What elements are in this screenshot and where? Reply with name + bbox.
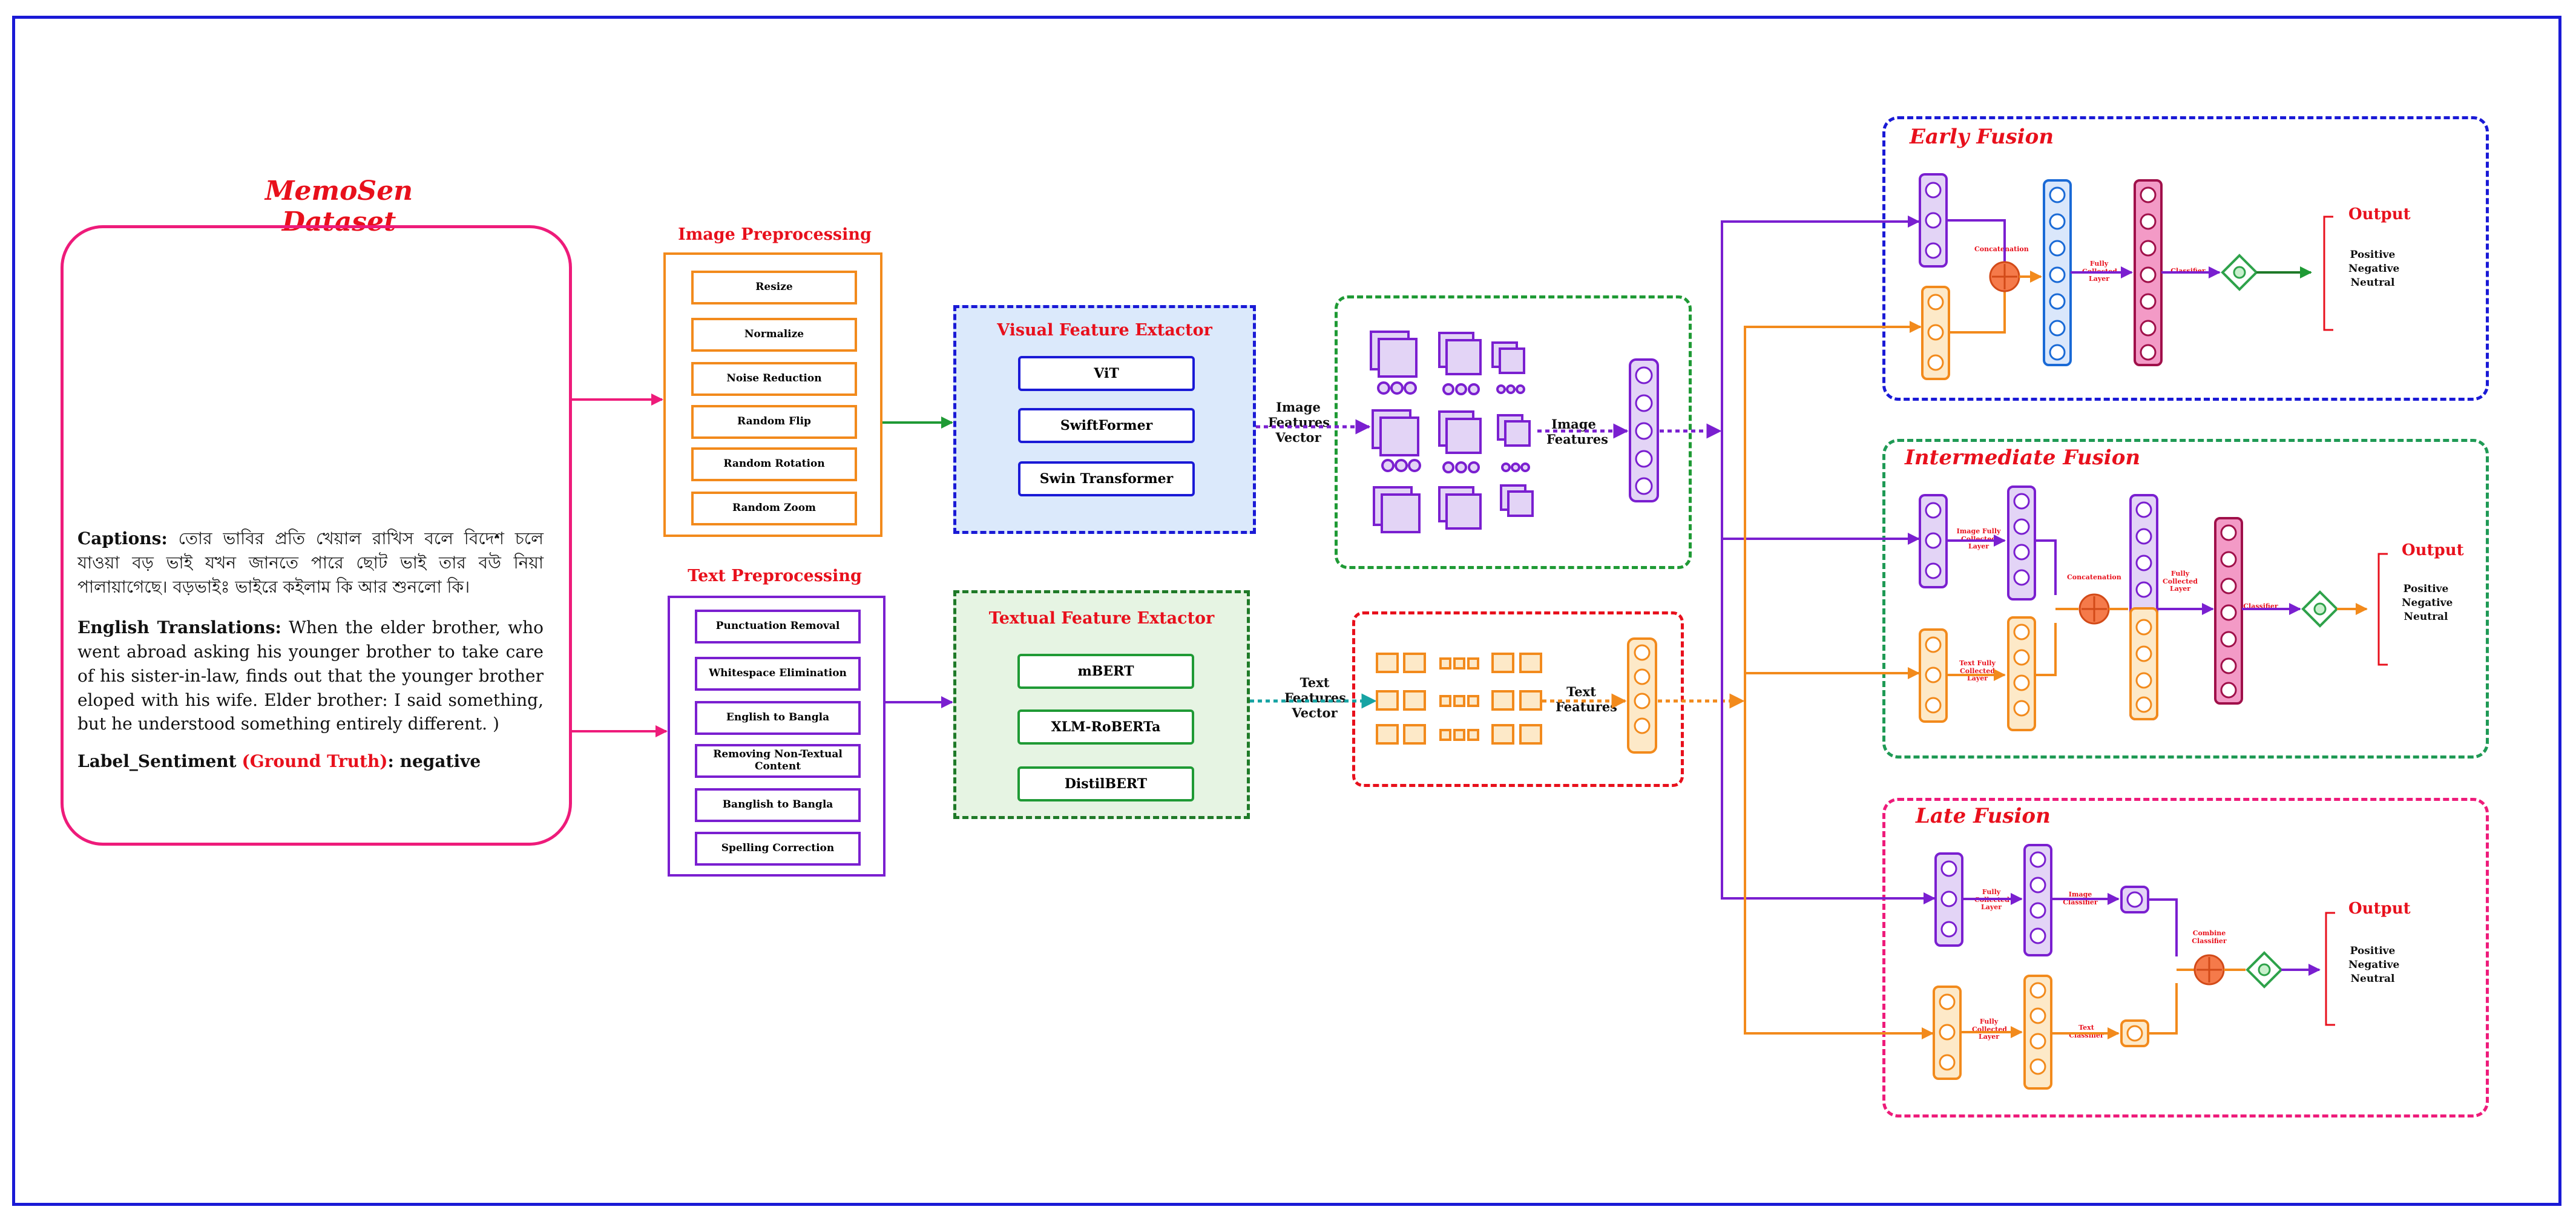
dataset-card <box>61 225 572 846</box>
early-output-title: Output <box>2348 205 2411 223</box>
text-features-label: Text Features <box>1556 684 1617 715</box>
early-output-neutral: Neutral <box>2350 276 2395 289</box>
textual-model-xlm-roberta: XLM-RoBERTa <box>1017 709 1194 745</box>
visual-extractor-title: Visual Feature Extactor <box>997 321 1212 340</box>
intermediate-output-negative: Negative <box>2402 596 2453 609</box>
early-output-negative: Negative <box>2348 262 2400 275</box>
textual-extractor-title: Textual Feature Extactor <box>988 609 1215 628</box>
intermediate-output-positive: Positive <box>2403 583 2449 595</box>
late-combine-label: Combine Classifier <box>2192 929 2227 945</box>
image-step-random-flip: Random Flip <box>691 405 857 439</box>
late-fc-bottom-label: Fully Collected Layer <box>1972 1018 2007 1041</box>
intermediate-output-neutral: Neutral <box>2404 610 2448 623</box>
late-fc-top-label: Fully Collected Layer <box>1974 888 2009 912</box>
text-step-whitespace-elimination: Whitespace Elimination <box>695 657 861 691</box>
text-step-punctuation-removal: Punctuation Removal <box>695 610 861 643</box>
image-step-random-zoom: Random Zoom <box>691 492 857 525</box>
late-fusion-panel <box>1882 798 2489 1117</box>
intermediate-image-fc-label: Image Fully Collected Layer <box>1956 527 2001 551</box>
textual-model-mbert: mBERT <box>1017 654 1194 689</box>
image-step-random-rotation: Random Rotation <box>691 447 857 481</box>
captions-label: Captions: <box>77 528 168 548</box>
late-output-title: Output <box>2348 900 2411 918</box>
late-text-classifier-label: Text Classifier <box>2069 1024 2104 1039</box>
intermediate-fusion-title: Intermediate Fusion <box>1905 446 2141 470</box>
image-step-resize: Resize <box>691 271 857 304</box>
text-preprocessing-panel <box>668 596 886 877</box>
text-preprocessing-title: Text Preprocessing <box>688 567 862 585</box>
image-preprocessing-title: Image Preprocessing <box>678 225 872 244</box>
intermediate-fusion-panel <box>1882 439 2489 759</box>
dataset-title: MemoSen Dataset <box>264 176 413 237</box>
text-step-banglish-to-bangla: Banglish to Bangla <box>695 788 861 822</box>
text-features-vector-label: Text Features Vector <box>1284 675 1346 721</box>
early-output-list: Positive Negative Neutral <box>2348 248 2400 290</box>
early-fc-label: Fully Collected Layer <box>2082 260 2117 283</box>
intermediate-text-fc-label: Text Fully Collected Layer <box>1959 659 1996 683</box>
text-feature-map-panel <box>1352 611 1684 787</box>
image-feature-map-panel <box>1335 295 1692 569</box>
late-image-classifier-label: Image Classifier <box>2063 890 2098 906</box>
early-concatenation-label: Concatenation <box>1974 245 2029 253</box>
late-output-negative: Negative <box>2348 958 2400 971</box>
late-output-neutral: Neutral <box>2350 972 2395 985</box>
early-fusion-title: Early Fusion <box>1910 125 2054 149</box>
early-output-positive: Positive <box>2350 249 2396 261</box>
late-fusion-title: Late Fusion <box>1916 804 2051 828</box>
image-step-normalize: Normalize <box>691 318 857 352</box>
label-ground-truth: (Ground Truth) <box>242 751 388 771</box>
text-step-removing-non-textual: Removing Non-Textual Content <box>695 744 861 778</box>
late-output-list: Positive Negative Neutral <box>2348 944 2400 986</box>
label-value: : negative <box>387 751 481 771</box>
caption-block: Captions: তোর ভাবির প্রতি খেয়াল রাখিস ব… <box>77 527 544 774</box>
image-features-label: Image Features <box>1546 416 1608 447</box>
translation-text: When the elder brother, who went abroad … <box>77 617 544 734</box>
figure-frame <box>12 16 2561 1206</box>
image-features-vector-label: Image Features Vector <box>1268 400 1330 446</box>
textual-model-distilbert: DistilBERT <box>1017 766 1194 801</box>
text-step-english-to-bangla: English to Bangla <box>695 701 861 735</box>
early-fusion-panel <box>1882 116 2489 401</box>
image-step-noise-reduction: Noise Reduction <box>691 362 857 396</box>
intermediate-output-list: Positive Negative Neutral <box>2402 582 2453 624</box>
visual-model-vit: ViT <box>1018 356 1195 391</box>
intermediate-classifier-label: Classifier <box>2243 602 2278 610</box>
intermediate-concatenation-label: Concatenation <box>2067 573 2121 581</box>
text-step-spelling-correction: Spelling Correction <box>695 832 861 866</box>
captions-text: তোর ভাবির প্রতি খেয়াল রাখিস বলে বিদেশ চ… <box>77 528 544 597</box>
image-preprocessing-panel <box>663 252 882 537</box>
visual-model-swiftformer: SwiftFormer <box>1018 408 1195 443</box>
late-output-positive: Positive <box>2350 945 2396 957</box>
early-classifier-label: Classifier <box>2170 267 2206 275</box>
intermediate-fc-label: Fully Collected Layer <box>2163 570 2198 593</box>
translation-label: English Translations: <box>77 617 281 638</box>
intermediate-output-title: Output <box>2402 541 2464 559</box>
visual-model-swin: Swin Transformer <box>1018 461 1195 496</box>
label-name: Label_Sentiment <box>77 751 237 771</box>
